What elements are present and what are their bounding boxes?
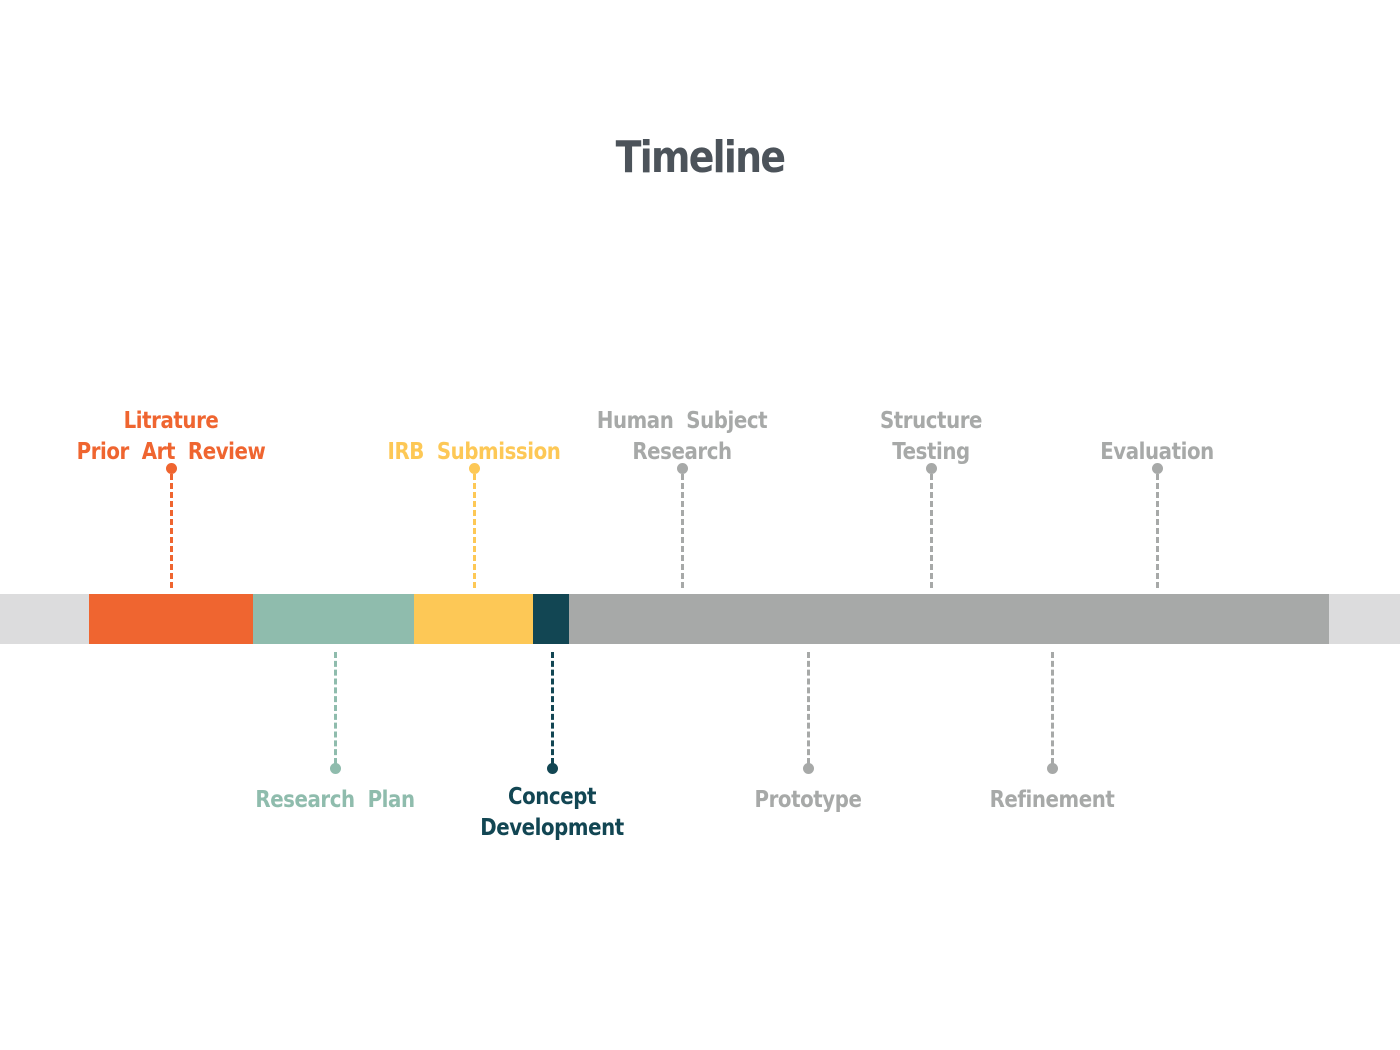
milestone-label-prototype: Prototype [754, 787, 862, 813]
milestone-dot-prototype [803, 763, 814, 774]
milestone-dot-human-subject-research [677, 463, 688, 474]
milestone-label-irb-submission: IRB Submission [387, 439, 561, 465]
milestone-stem-concept-development [551, 652, 554, 764]
milestone-dot-structure-testing [926, 463, 937, 474]
milestone-label-research-plan: Research Plan [255, 787, 415, 813]
milestone-stem-refinement [1051, 652, 1054, 764]
segment-remaining-phases [569, 594, 1329, 644]
milestone-stem-literature [170, 474, 173, 588]
milestone-dot-refinement [1047, 763, 1058, 774]
milestone-label-evaluation: Evaluation [1100, 439, 1214, 465]
segment-literature [89, 594, 253, 644]
milestone-stem-evaluation [1156, 474, 1159, 588]
milestone-label-concept-development: Concept Development [480, 784, 624, 841]
milestone-dot-concept-development [547, 763, 558, 774]
milestone-dot-literature [166, 463, 177, 474]
milestone-stem-human-subject-research [681, 474, 684, 588]
segment-research-plan [253, 594, 414, 644]
page-title: Timeline [615, 132, 786, 183]
milestone-dot-research-plan [330, 763, 341, 774]
segment-concept-development [533, 594, 569, 644]
milestone-label-human-subject-research: Human Subject Research [596, 408, 768, 465]
milestone-stem-research-plan [334, 652, 337, 764]
milestone-label-refinement: Refinement [989, 787, 1115, 813]
milestone-label-literature: Litrature Prior Art Review [76, 408, 266, 465]
milestone-stem-prototype [807, 652, 810, 764]
milestone-dot-evaluation [1152, 463, 1163, 474]
segment-irb-submission [414, 594, 533, 644]
milestone-label-structure-testing: Structure Testing [879, 408, 983, 465]
milestone-stem-structure-testing [930, 474, 933, 588]
milestone-stem-irb-submission [473, 474, 476, 588]
milestone-dot-irb-submission [469, 463, 480, 474]
